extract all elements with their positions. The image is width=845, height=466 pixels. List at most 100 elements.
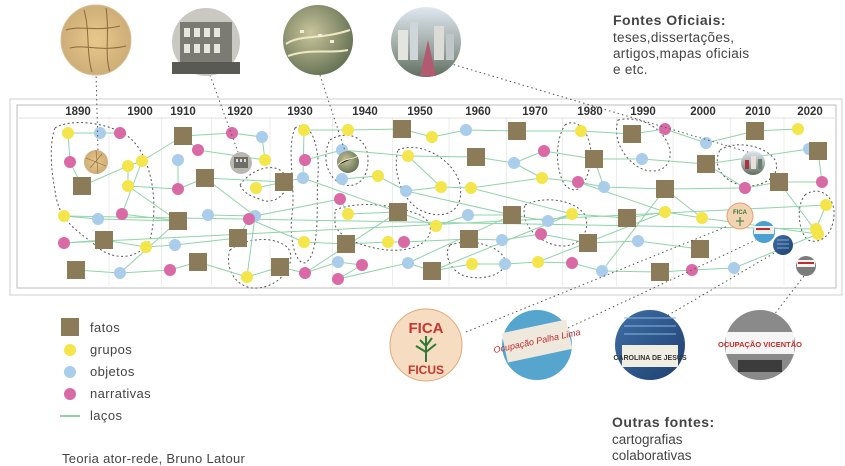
narrativa-node <box>164 264 176 276</box>
photo-text-ficus: FICUS <box>408 363 444 377</box>
photo-aerial-view <box>283 5 353 75</box>
objeto-node <box>400 185 412 197</box>
objeto-node <box>700 137 712 149</box>
objeto-node <box>169 239 181 251</box>
link <box>254 198 341 217</box>
objeto-node <box>202 209 214 221</box>
cluster <box>446 241 506 279</box>
link <box>405 190 513 216</box>
grupo-node <box>372 170 384 182</box>
inline-photos: FICA <box>84 149 816 276</box>
narrativa-node <box>64 156 76 168</box>
lacos-swatch <box>60 415 80 417</box>
narrativa-node <box>356 259 368 271</box>
photo-historic-map <box>60 4 132 76</box>
grupos-swatch <box>64 344 76 356</box>
grupo-node <box>659 206 671 218</box>
fato-node <box>271 258 289 276</box>
link <box>641 158 707 165</box>
link <box>127 185 179 190</box>
link <box>501 233 542 241</box>
grupo-node <box>402 150 414 162</box>
grupo-node <box>575 125 587 137</box>
photo-text-vicentao: OCUPAÇÃO VICENTÃO <box>718 340 802 349</box>
objeto-node <box>92 213 104 225</box>
grupo-node <box>122 180 134 192</box>
fato-node <box>697 155 715 173</box>
cluster <box>334 204 431 251</box>
legend-label: grupos <box>90 342 133 357</box>
pointer-line <box>769 275 805 321</box>
fato-node <box>746 122 764 140</box>
link <box>601 270 661 273</box>
narrativa-node <box>299 267 311 279</box>
photo-text-carolina: CAROLINA DE JESUS <box>613 355 687 362</box>
narrativa-node <box>566 257 578 269</box>
link <box>691 267 735 271</box>
legend-label: laços <box>90 408 123 423</box>
narrativa-node <box>299 154 311 166</box>
objeto-node <box>94 127 106 139</box>
fato-node <box>508 122 526 140</box>
decade-label: 1960 <box>465 106 491 118</box>
decade-label: 1920 <box>227 106 253 118</box>
grupo-node <box>435 181 447 193</box>
grupo-node <box>342 124 354 136</box>
narrativa-node <box>398 236 410 248</box>
decade-label: 2000 <box>690 106 716 118</box>
decade-label: 1950 <box>407 106 433 118</box>
link <box>63 204 827 244</box>
other-sources-title: Outras fontes: <box>612 414 715 430</box>
other-sources-list: cartografias colaborativas <box>612 432 692 464</box>
narrativa-node <box>572 176 584 188</box>
inline-photo-building <box>230 152 252 174</box>
decade-label: 2020 <box>797 106 823 118</box>
fato-node <box>691 240 709 258</box>
grupo-node <box>62 127 74 139</box>
decade-label: 1890 <box>65 106 91 118</box>
link <box>601 188 666 272</box>
source-pointers <box>95 61 805 333</box>
narrativa-node <box>332 273 344 285</box>
link <box>302 129 305 179</box>
fato-node <box>95 231 113 249</box>
decade-separators <box>17 117 836 286</box>
fatos-swatch <box>61 318 79 336</box>
grupo-node <box>298 236 310 248</box>
cluster <box>395 146 462 216</box>
fato-node <box>770 173 788 191</box>
objeto-node <box>596 265 608 277</box>
fato-node <box>651 263 669 281</box>
narrativa-node <box>535 228 547 240</box>
grupo-node <box>136 155 148 167</box>
pointer-line <box>444 61 749 153</box>
fato-node <box>275 173 293 191</box>
narrativa-node <box>659 123 671 135</box>
decade-label: 1930 <box>287 106 313 118</box>
inline-photo-fica: FICA <box>726 202 754 230</box>
narrativa-node <box>538 145 550 157</box>
cluster <box>798 190 835 242</box>
official-sources-title: Fontes Oficiais: <box>613 12 727 28</box>
grupo-node <box>566 208 578 220</box>
pointer-line <box>209 74 239 153</box>
decade-label: 2010 <box>745 106 771 118</box>
inline-photo-banner <box>753 221 775 243</box>
cluster <box>290 125 319 264</box>
grupo-node <box>122 160 134 172</box>
fato-node <box>229 229 247 247</box>
fato-node <box>389 203 407 221</box>
link <box>571 213 628 219</box>
grupo-node <box>466 258 478 270</box>
grupo-node <box>298 124 310 136</box>
link <box>341 149 409 157</box>
narrativa-node <box>816 176 828 188</box>
narrativa-node <box>334 193 346 205</box>
cluster <box>616 118 671 172</box>
grupo-node <box>820 199 832 211</box>
photo-city-avenue <box>391 7 461 77</box>
link <box>248 218 305 243</box>
narrativa-node <box>192 144 204 156</box>
grupo-node <box>58 210 70 222</box>
link <box>337 262 409 280</box>
